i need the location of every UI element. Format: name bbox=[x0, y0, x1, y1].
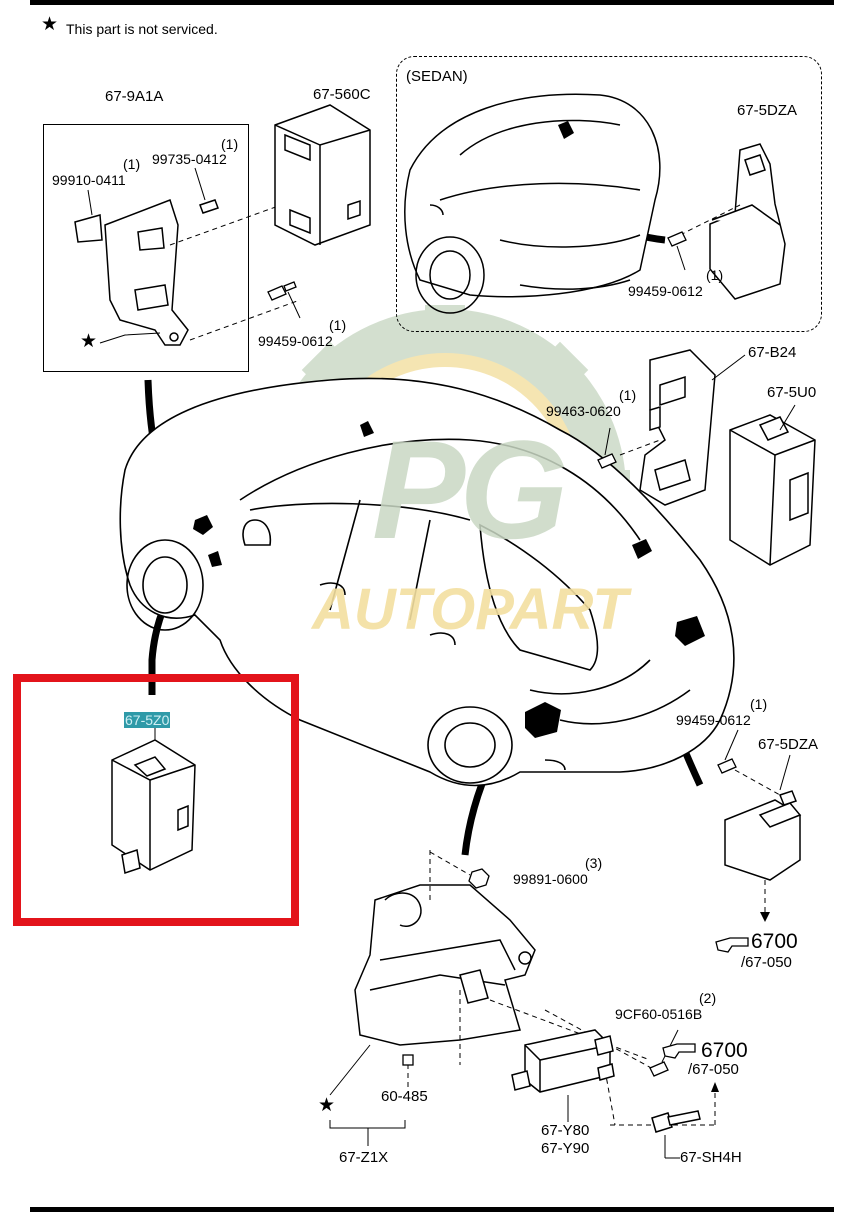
label-67-5dza-right[interactable]: 67-5DZA bbox=[758, 736, 819, 753]
connector-sh4h bbox=[651, 1110, 701, 1133]
label-99459-0612-sedan[interactable]: 99459-0612 bbox=[628, 283, 703, 299]
label-99459-0612-right[interactable]: 99459-0612 bbox=[676, 712, 751, 728]
label-99463-0620[interactable]: 99463-0620 bbox=[546, 403, 621, 419]
qty-99459-0612-top: (1) bbox=[329, 317, 347, 333]
ref-6700-a[interactable]: 6700 bbox=[751, 930, 798, 953]
label-67-sh4h[interactable]: 67-SH4H bbox=[680, 1149, 742, 1166]
sensor-y80 bbox=[511, 1029, 615, 1093]
bolt-icon bbox=[267, 281, 297, 301]
top-rule bbox=[30, 0, 834, 5]
bolt-icon bbox=[667, 231, 687, 247]
sedan-car-illustration bbox=[404, 93, 661, 314]
ref-6700-b[interactable]: 6700 bbox=[701, 1039, 748, 1062]
label-67-y90[interactable]: 67-Y90 bbox=[541, 1140, 590, 1157]
label-67-9a1a[interactable]: 67-9A1A bbox=[105, 88, 164, 105]
pointing-hand-icon bbox=[715, 937, 749, 953]
bracket-z1x bbox=[354, 884, 536, 1046]
inset-box-9a1a bbox=[43, 124, 249, 372]
star-icon: ★ bbox=[80, 331, 98, 352]
label-67-5z0-text: 67-5Z0 bbox=[124, 712, 171, 728]
qty-99735-0412: (1) bbox=[221, 136, 239, 152]
module-5dza-sedan bbox=[709, 143, 786, 300]
module-location-marks bbox=[193, 421, 705, 738]
bolt-icon bbox=[717, 758, 737, 774]
clip-icon bbox=[402, 1054, 414, 1066]
qty-99459-0612-sedan: (1) bbox=[706, 267, 724, 283]
label-67-5dza-sedan[interactable]: 67-5DZA bbox=[737, 102, 798, 119]
module-5dza-right bbox=[724, 790, 802, 881]
highlight-box bbox=[13, 674, 299, 926]
ref-67-050-a[interactable]: /67-050 bbox=[741, 954, 792, 971]
qty-99459-0612-right: (1) bbox=[750, 696, 768, 712]
module-5u0 bbox=[729, 414, 816, 566]
label-67-z1x[interactable]: 67-Z1X bbox=[339, 1149, 389, 1166]
sedan-module-mark bbox=[558, 121, 574, 139]
label-67-560c[interactable]: 67-560C bbox=[313, 86, 371, 103]
ref-67-050-b[interactable]: /67-050 bbox=[688, 1061, 739, 1078]
legend-text: This part is not serviced. bbox=[66, 21, 218, 37]
qty-99891-0600: (3) bbox=[585, 855, 603, 871]
label-67-5u0[interactable]: 67-5U0 bbox=[767, 384, 817, 401]
label-67-b24[interactable]: 67-B24 bbox=[748, 344, 797, 361]
qty-99910-0411: (1) bbox=[123, 156, 141, 172]
bottom-rule bbox=[30, 1207, 834, 1212]
pointing-hand-icon bbox=[662, 1043, 696, 1059]
qty-99463-0620: (1) bbox=[619, 387, 637, 403]
label-67-y80[interactable]: 67-Y80 bbox=[541, 1122, 590, 1139]
star-icon: ★ bbox=[318, 1095, 336, 1116]
qty-9cf60-0516b: (2) bbox=[699, 990, 717, 1006]
watermark-letters: PG bbox=[372, 411, 568, 568]
label-99891-0600[interactable]: 99891-0600 bbox=[513, 871, 588, 887]
bracket-9a1a bbox=[74, 167, 219, 346]
label-99459-0612-top[interactable]: 99459-0612 bbox=[258, 333, 333, 349]
label-99910-0411[interactable]: 99910-0411 bbox=[52, 172, 126, 188]
bolt-icon bbox=[597, 453, 617, 469]
bracket-b24 bbox=[639, 349, 716, 506]
label-99735-0412[interactable]: 99735-0412 bbox=[152, 151, 227, 167]
sedan-box bbox=[396, 56, 822, 332]
module-5z0 bbox=[111, 739, 196, 874]
watermark-word: AUTOPART bbox=[312, 577, 628, 642]
car-illustration bbox=[119, 377, 735, 787]
star-icon: ★ bbox=[41, 14, 59, 35]
bolt-icon bbox=[649, 1061, 669, 1077]
nut-icon bbox=[468, 868, 490, 889]
label-sedan: (SEDAN) bbox=[406, 68, 468, 85]
label-60-485[interactable]: 60-485 bbox=[381, 1088, 428, 1105]
module-560c bbox=[274, 104, 371, 246]
label-67-5z0[interactable]: 67-5Z0 bbox=[124, 712, 171, 728]
label-9cf60-0516b[interactable]: 9CF60-0516B bbox=[615, 1006, 703, 1022]
